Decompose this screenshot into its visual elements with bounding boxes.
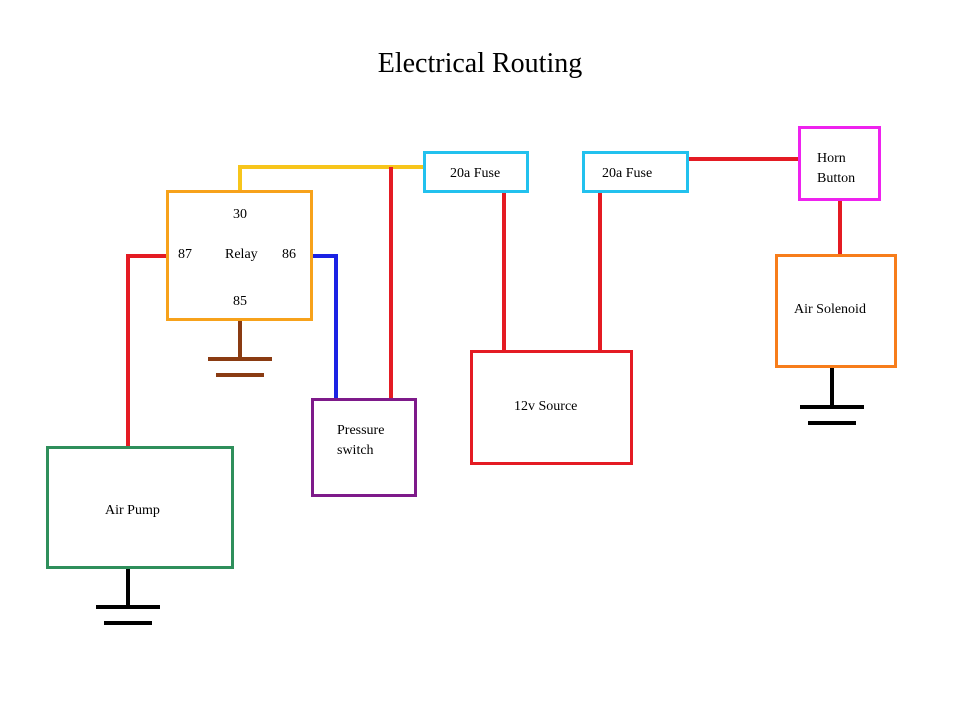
source-label: 12v Source [514,399,578,414]
air-solenoid-ground-symbol [800,368,864,425]
diagram-title: Electrical Routing [377,48,583,79]
relay-pin-85: 85 [233,294,247,309]
fuse-right-label: 20a Fuse [602,166,653,181]
air-solenoid-box [775,254,897,368]
wire-relay86-to-pressure-switch [312,254,338,399]
relay-label: Relay [225,247,258,262]
horn-button-label-line2: Button [817,171,856,186]
source-box [470,350,633,465]
wire-relay87-to-air-pump [126,254,167,448]
air-pump-label: Air Pump [105,503,160,518]
fuse-left-label: 20a Fuse [450,166,501,181]
pressure-switch-box [311,398,417,497]
fuse-left-box [423,151,529,193]
air-pump-ground-symbol [96,568,160,625]
horn-button-label-line1: Horn [817,151,846,166]
relay-pin-30: 30 [233,207,247,222]
air-solenoid-label: Air Solenoid [794,302,866,317]
air-pump-box [46,446,234,569]
relay-pin-86: 86 [282,247,296,262]
horn-button-box [798,126,881,201]
relay-ground-symbol [208,320,272,377]
fuse-right-box [582,151,689,193]
relay-pin-87: 87 [178,247,192,262]
pressure-switch-label-line2: switch [337,443,374,458]
relay-box [166,190,313,321]
pressure-switch-label-line1: Pressure [337,423,385,438]
wire-relay30-to-fuse [238,165,423,190]
